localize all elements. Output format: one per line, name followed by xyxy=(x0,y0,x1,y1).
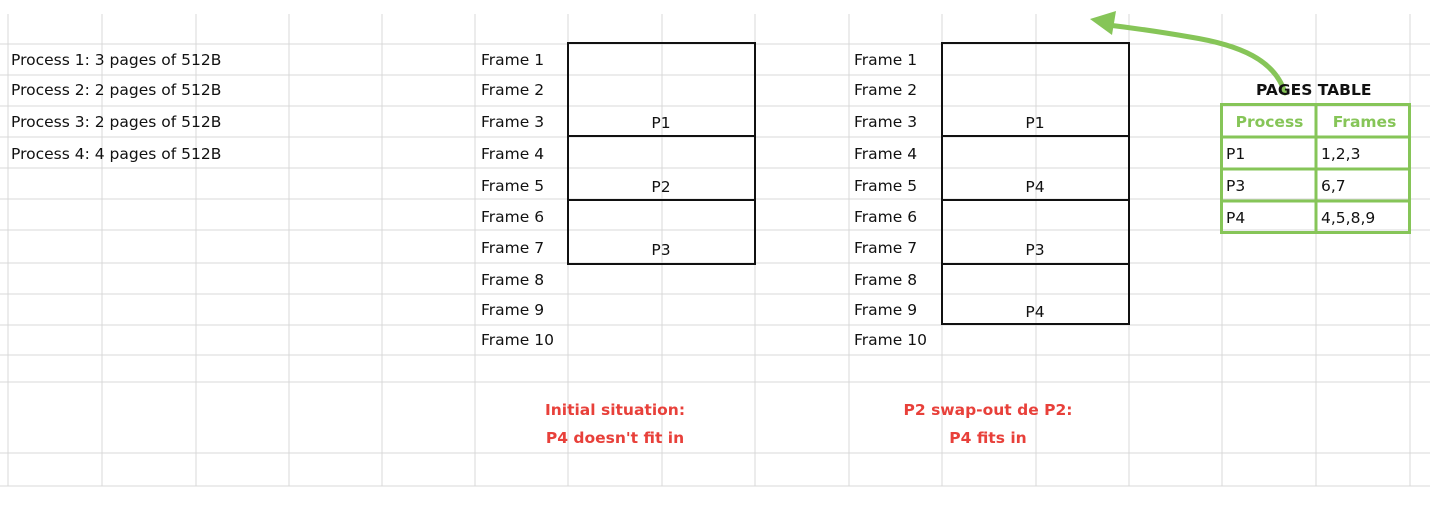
block-label: P3 xyxy=(1025,241,1045,259)
after-frame-label: Frame 2 xyxy=(854,81,918,99)
initial-frame-label: Frame 6 xyxy=(481,208,545,226)
after-frame-label: Frame 10 xyxy=(854,331,927,349)
initial-frame-label: Frame 9 xyxy=(481,301,545,319)
process-4-text: Process 4: 4 pages of 512B xyxy=(11,145,222,163)
block-label: P2 xyxy=(651,178,671,196)
green-arrow-icon xyxy=(1090,11,1288,96)
process-block xyxy=(567,199,756,265)
after-frame-label: Frame 1 xyxy=(854,51,918,69)
block-label: P4 xyxy=(1025,178,1045,196)
pages-table-lines xyxy=(1220,103,1411,234)
initial-frame-label: Frame 4 xyxy=(481,145,545,163)
table-cell-process: P4 xyxy=(1226,209,1246,227)
after-frame-label: Frame 6 xyxy=(854,208,918,226)
pages-table: Process Frames P1 1,2,3 P3 6,7 P4 4,5,8,… xyxy=(1220,103,1411,234)
process-block xyxy=(941,263,1130,325)
table-cell-frames: 6,7 xyxy=(1321,177,1346,195)
table-cell-frames: 4,5,8,9 xyxy=(1321,209,1376,227)
table-cell-process: P1 xyxy=(1226,145,1246,163)
block-label: P1 xyxy=(651,114,671,132)
initial-frame-label: Frame 7 xyxy=(481,239,545,257)
process-2-text: Process 2: 2 pages of 512B xyxy=(11,81,222,99)
after-frame-label: Frame 3 xyxy=(854,113,918,131)
initial-caption-line2: P4 doesn't fit in xyxy=(545,429,685,447)
initial-frame-label: Frame 3 xyxy=(481,113,545,131)
header-frames: Frames xyxy=(1332,113,1397,131)
initial-frame-label: Frame 5 xyxy=(481,177,545,195)
table-cell-process: P3 xyxy=(1226,177,1246,195)
after-caption-line2: P4 fits in xyxy=(949,429,1027,447)
initial-caption-line1: Initial situation: xyxy=(544,401,686,419)
after-caption-line1: P2 swap-out de P2: xyxy=(903,401,1073,419)
initial-frame-label: Frame 1 xyxy=(481,51,545,69)
initial-frame-label: Frame 2 xyxy=(481,81,545,99)
process-3-text: Process 3: 2 pages of 512B xyxy=(11,113,222,131)
header-process: Process xyxy=(1235,113,1304,131)
initial-frame-label: Frame 8 xyxy=(481,271,545,289)
block-label: P3 xyxy=(651,241,671,259)
table-cell-frames: 1,2,3 xyxy=(1321,145,1361,163)
block-label: P1 xyxy=(1025,114,1045,132)
after-frame-label: Frame 8 xyxy=(854,271,918,289)
after-frame-label: Frame 7 xyxy=(854,239,918,257)
after-frame-label: Frame 4 xyxy=(854,145,918,163)
block-label: P4 xyxy=(1025,303,1045,321)
after-frame-label: Frame 9 xyxy=(854,301,918,319)
pages-table-title: PAGES TABLE xyxy=(1256,81,1372,99)
after-frame-label: Frame 5 xyxy=(854,177,918,195)
process-1-text: Process 1: 3 pages of 512B xyxy=(11,51,222,69)
initial-frame-label: Frame 10 xyxy=(481,331,554,349)
